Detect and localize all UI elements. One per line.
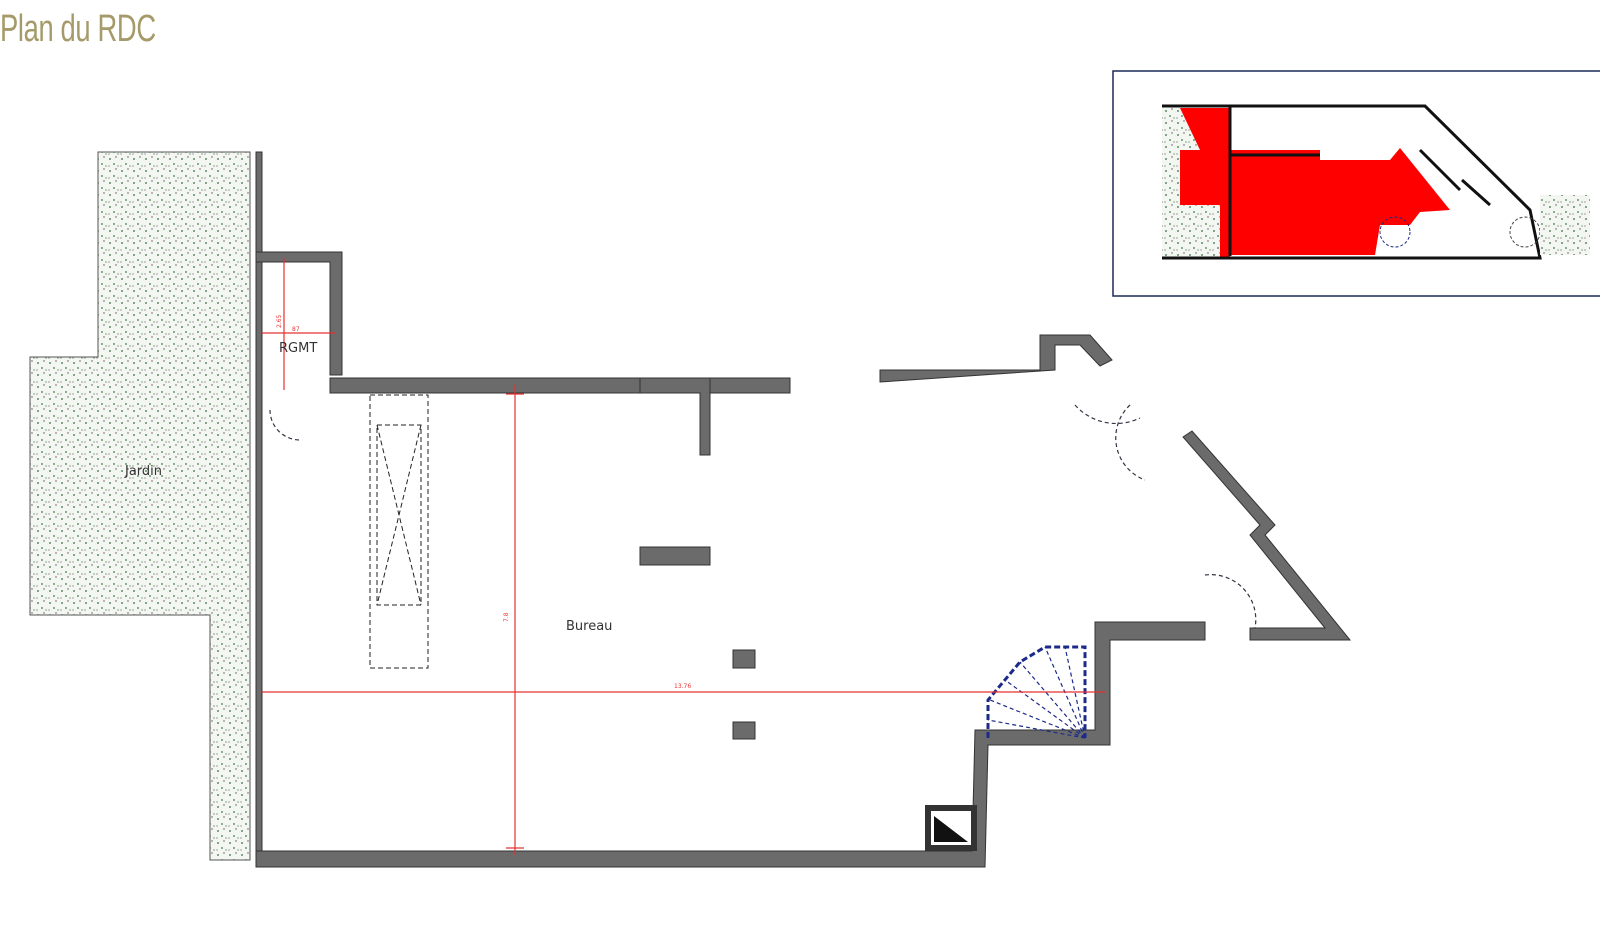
office-label: Bureau: [566, 619, 612, 634]
dimension-lines: [262, 258, 1105, 855]
duct-triangle-icon: [934, 816, 968, 842]
dimension-rgmt-width: 87: [292, 326, 300, 333]
dimension-rgmt-height: 2.65: [276, 314, 283, 328]
door-swings: [269, 404, 1257, 629]
dimension-horizontal: 13.76: [674, 683, 691, 690]
page-title: Plan du RDC: [0, 8, 156, 50]
shaft: [369, 394, 429, 669]
rgmt-label: RGMT: [279, 341, 317, 356]
garden-area: [29, 151, 251, 861]
garden-label: Jardin: [124, 464, 162, 479]
location-minimap: [1112, 70, 1600, 297]
dimension-vertical: 7.8: [503, 612, 510, 622]
walls: [255, 151, 1352, 868]
